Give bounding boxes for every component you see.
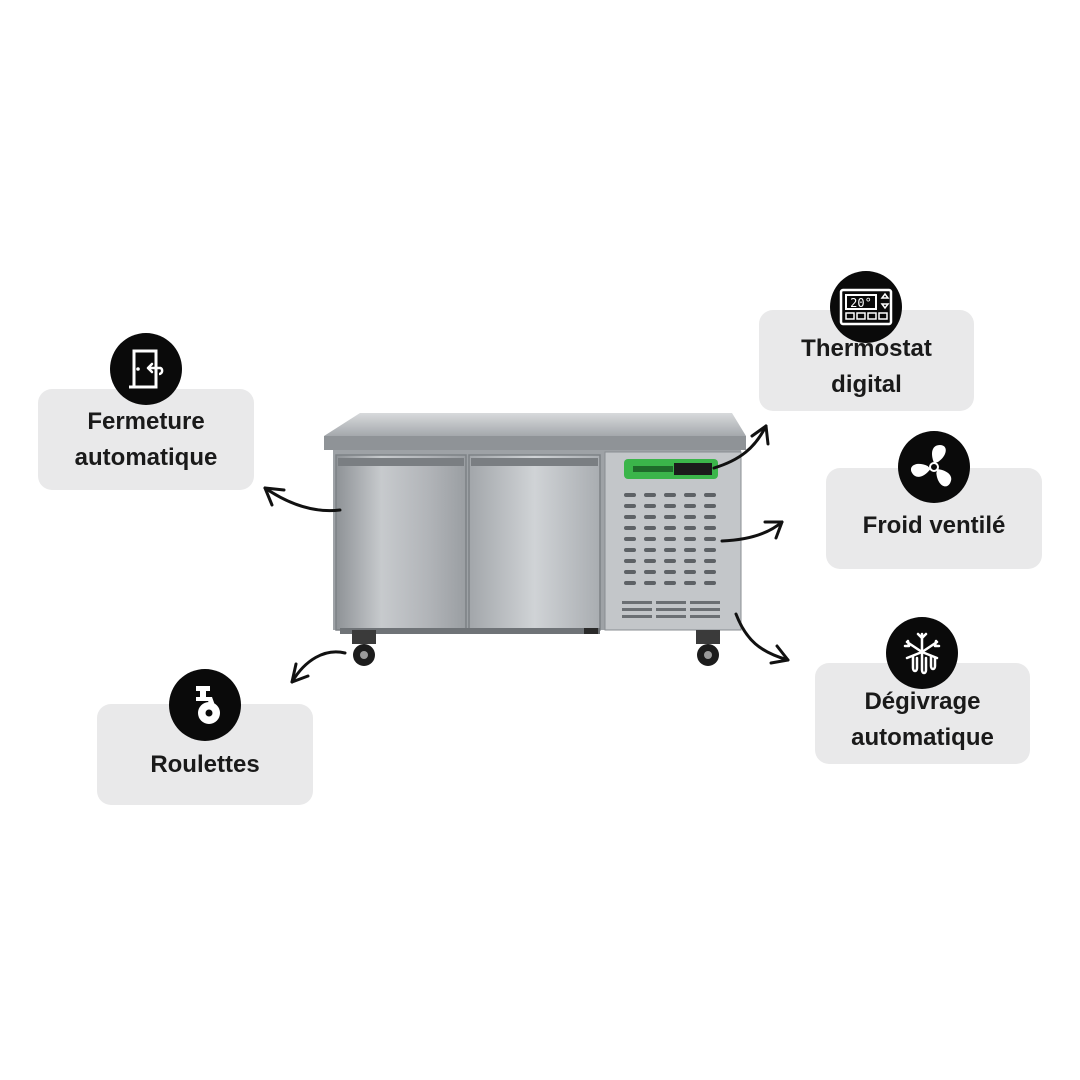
foot bbox=[584, 628, 598, 634]
door-icon bbox=[110, 333, 182, 405]
feature-label-froid: Froid ventilé bbox=[862, 511, 1006, 539]
feature-label-roulettes: Roulettes bbox=[150, 750, 260, 778]
snowflake-drip-icon bbox=[886, 617, 958, 689]
door-right bbox=[468, 454, 601, 631]
lower-grille bbox=[622, 601, 720, 618]
feature-label-fermeture-line2: automatique bbox=[74, 443, 218, 471]
base-rail bbox=[340, 628, 600, 634]
feature-label-degivrage-line1: Dégivrage bbox=[864, 687, 981, 715]
brand-plate bbox=[633, 466, 673, 472]
wheel-front-right bbox=[696, 630, 720, 666]
counter-top bbox=[324, 413, 746, 436]
thermostat-display-text: 20° bbox=[850, 296, 872, 310]
door-left bbox=[335, 454, 467, 631]
feature-label-degivrage-line2: automatique bbox=[851, 723, 994, 751]
feature-label-thermostat-line2: digital bbox=[831, 370, 902, 398]
counter-top-edge bbox=[324, 436, 746, 450]
fan-icon bbox=[898, 431, 970, 503]
caster-wheel-icon bbox=[169, 669, 241, 741]
digital-display bbox=[674, 463, 712, 475]
feature-card-fermeture: Fermeture automatique bbox=[38, 389, 254, 490]
door-right-handle bbox=[471, 458, 598, 466]
feature-label-fermeture-line1: Fermeture bbox=[87, 407, 205, 435]
feature-card-roulettes: Roulettes bbox=[97, 704, 313, 805]
vent-grille bbox=[622, 490, 722, 588]
wheel-front-left bbox=[352, 630, 376, 666]
thermostat-icon: 20° bbox=[830, 271, 902, 343]
door-left-handle bbox=[338, 458, 464, 466]
